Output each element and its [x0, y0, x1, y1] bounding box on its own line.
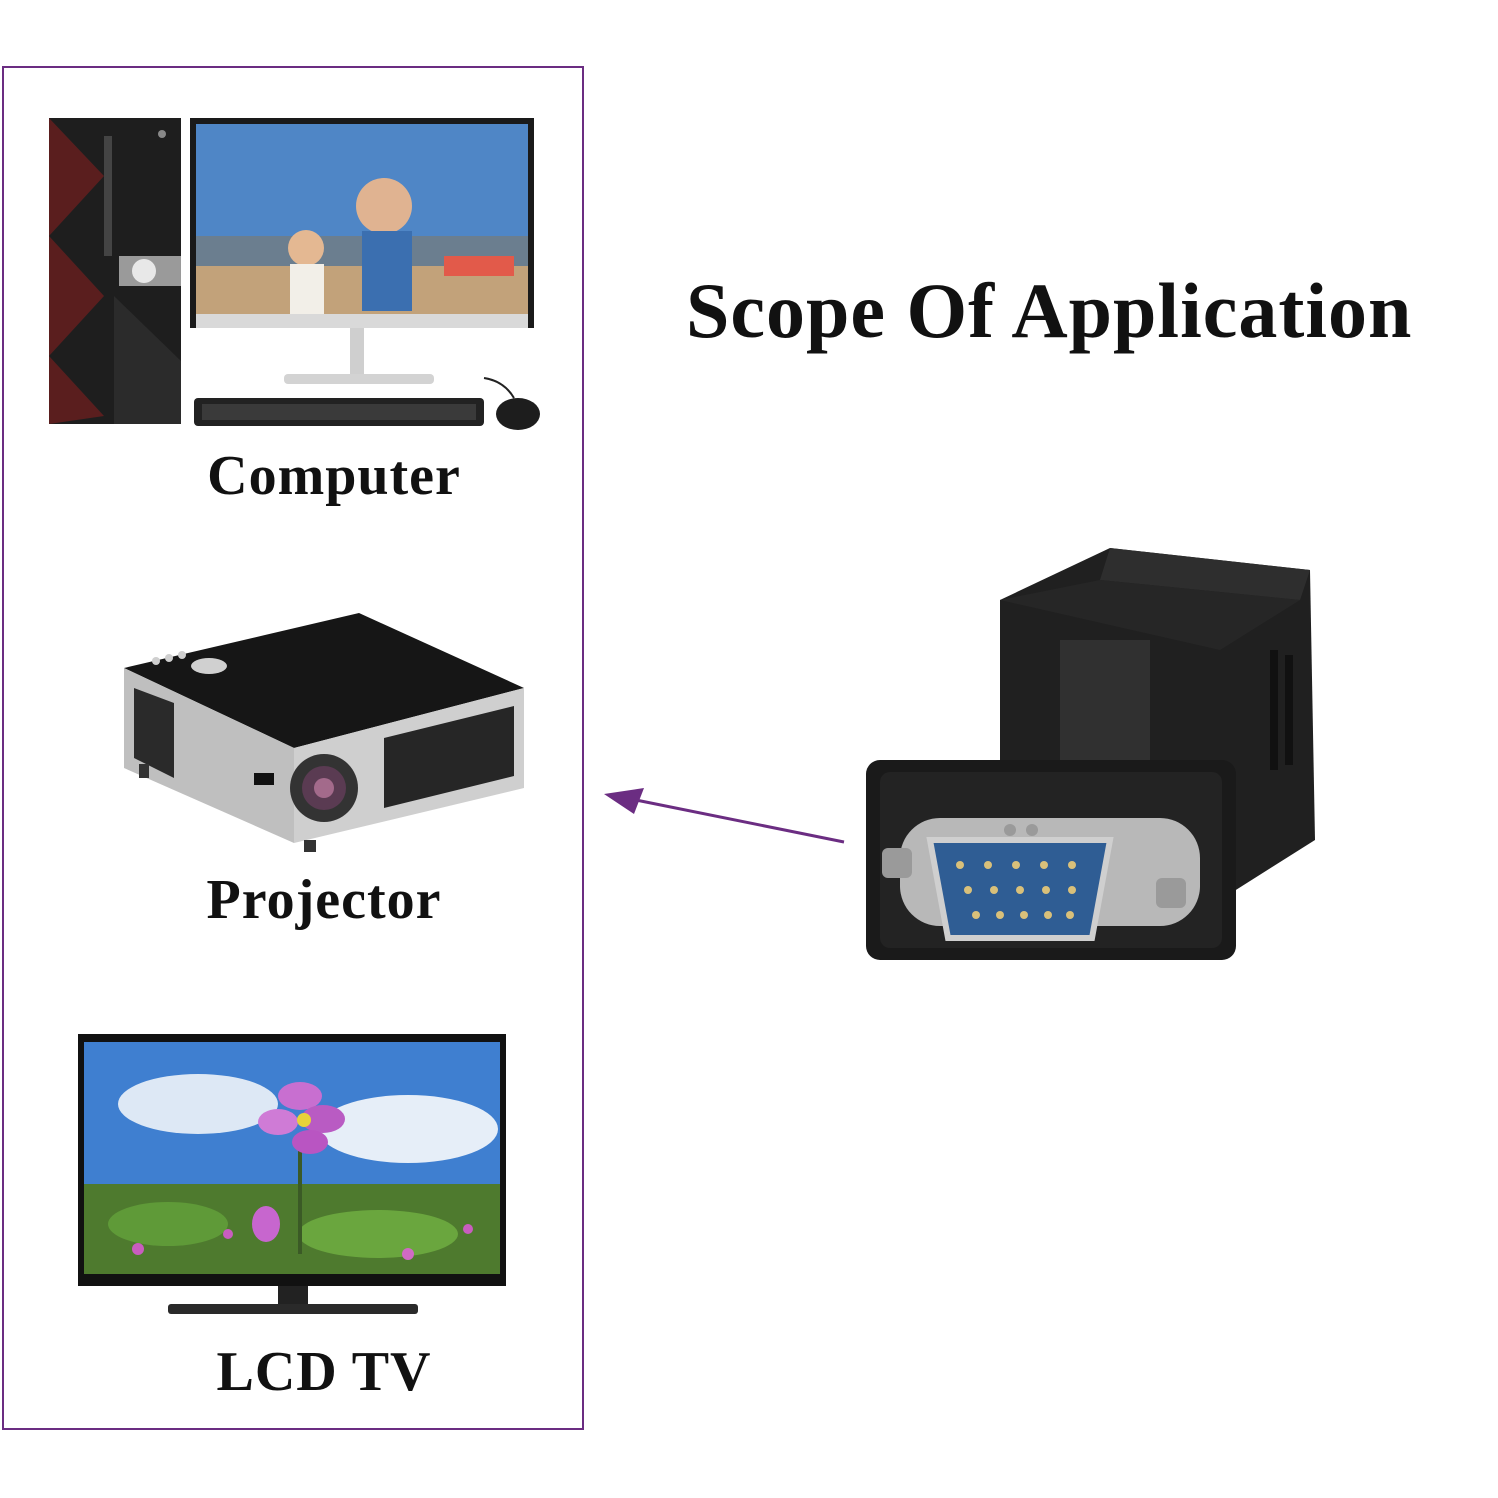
- computer-icon: [49, 118, 540, 430]
- lcd-tv-illustration: [78, 1034, 508, 1334]
- arrow-left-icon: [604, 788, 845, 844]
- page-title: Scope Of Application: [686, 267, 1413, 354]
- computer-illustration: [44, 116, 544, 436]
- computer-label: Computer: [207, 445, 461, 507]
- lcd-tv-label: LCD TV: [216, 1341, 432, 1403]
- projector-illustration: [114, 608, 534, 858]
- lcd-tv-icon: [78, 1034, 506, 1314]
- devices-panel: Computer Projector: [2, 66, 584, 1430]
- projector-label: Projector: [206, 869, 442, 931]
- vga-adapter-icon: [866, 548, 1315, 960]
- projector-icon: [124, 613, 524, 852]
